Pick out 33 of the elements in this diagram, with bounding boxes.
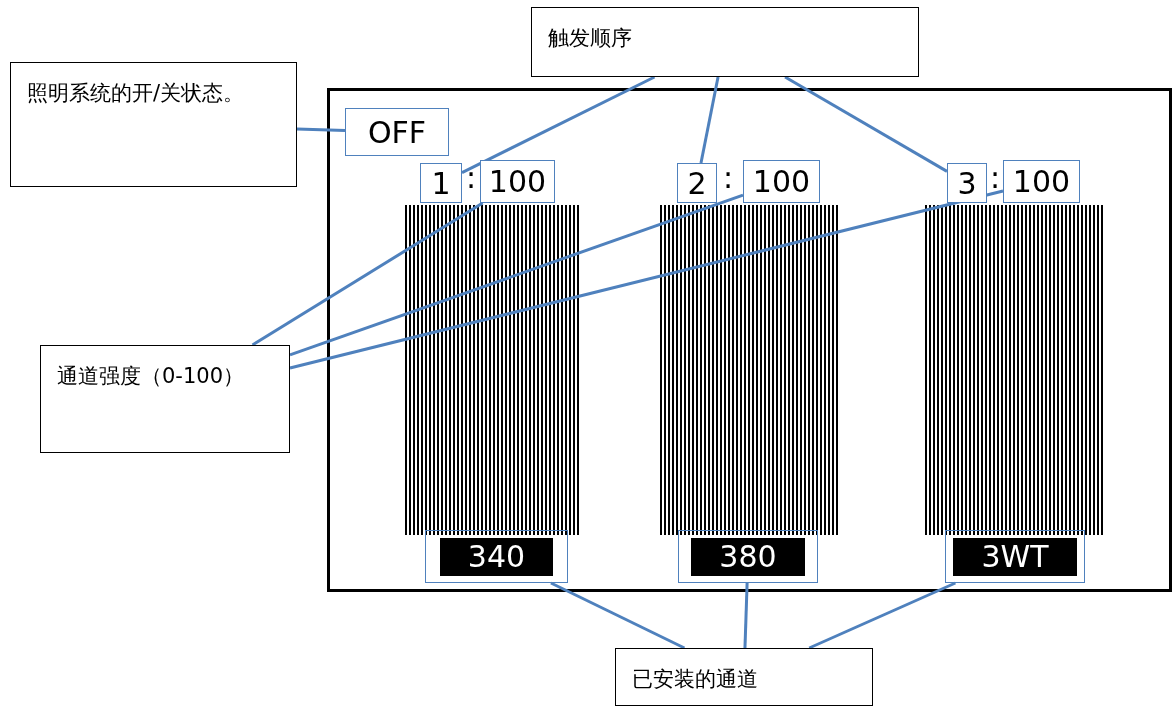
leader-line [289, 193, 744, 357]
callout-box: 通道强度（0-100） [40, 345, 290, 453]
callout-box: 照明系统的开/关状态。 [10, 62, 297, 187]
leader-line [296, 127, 346, 132]
callout-box: 已安装的通道 [615, 648, 873, 706]
channel-label: 380 [691, 537, 805, 576]
leader-line [808, 581, 956, 650]
channel-bar [660, 205, 838, 535]
leader-line [784, 75, 948, 173]
separator-text: : [466, 160, 477, 195]
channel-bar [405, 205, 580, 535]
value-label: 1 [420, 163, 462, 203]
leader-line [699, 76, 720, 164]
separator-text: : [723, 160, 734, 195]
highlight-frame [678, 530, 818, 583]
value-label: 2 [677, 163, 717, 203]
highlight-frame [425, 530, 568, 583]
channel-bar [925, 205, 1103, 535]
leader-line [289, 189, 1004, 370]
channel-label: 3WT [953, 537, 1077, 576]
value-label: 100 [743, 160, 820, 203]
value-label: 3 [947, 163, 987, 203]
value-label: 100 [480, 160, 555, 203]
value-label: 100 [1003, 160, 1080, 203]
callout-box: 触发顺序 [531, 7, 919, 77]
separator-text: : [990, 160, 1001, 195]
highlight-frame [945, 530, 1085, 583]
leader-line [550, 581, 686, 650]
value-label: OFF [345, 108, 449, 156]
leader-line [461, 75, 656, 174]
channel-label: 340 [439, 537, 554, 576]
screen-panel [327, 88, 1172, 592]
leader-line [743, 582, 749, 649]
